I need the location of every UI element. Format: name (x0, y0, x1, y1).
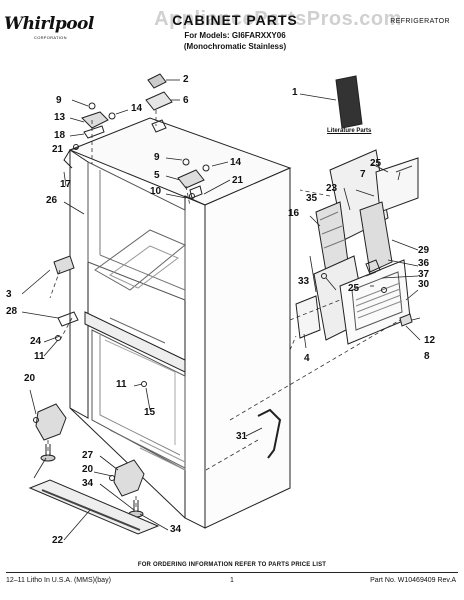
callout-8: 8 (424, 351, 430, 362)
callout-11: 11 (116, 379, 127, 390)
callout-4: 4 (304, 353, 310, 364)
callout-14: 14 (131, 103, 143, 114)
callout-28: 28 (6, 306, 18, 317)
callout-9: 9 (56, 95, 62, 106)
callout-34: 34 (170, 524, 182, 535)
callout-20: 20 (82, 464, 94, 475)
callout-6: 6 (183, 95, 189, 106)
literature-parts-label: Literature Parts (327, 128, 372, 134)
model-variant: (Monochromatic Stainless) (183, 42, 287, 51)
callout-31: 31 (236, 431, 248, 442)
watermark: AppliancePartsPros.com (154, 8, 402, 30)
brand-name: Whirlpool (4, 14, 94, 34)
callout-2: 2 (183, 74, 189, 85)
callout-11: 11 (34, 351, 45, 362)
footer-divider (6, 572, 458, 573)
part-number: Part No. W10469409 Rev.A (370, 577, 456, 584)
callout-5: 5 (154, 170, 160, 181)
callout-9: 9 (154, 152, 160, 163)
callout-27: 27 (82, 450, 94, 461)
callout-21: 21 (232, 175, 244, 186)
callout-7: 7 (360, 169, 366, 180)
callout-23: 23 (326, 183, 338, 194)
callout-21: 21 (52, 144, 64, 155)
whirlpool-logo: Whirlpool CORPORATION (4, 14, 94, 44)
callout-37: 37 (418, 269, 430, 280)
callout-29: 29 (418, 245, 430, 256)
callout-34: 34 (82, 478, 94, 489)
callout-25: 25 (348, 283, 360, 294)
callout-22: 22 (52, 535, 64, 546)
callout-13: 13 (54, 112, 66, 123)
callout-18: 18 (54, 130, 66, 141)
appliance-type: REFRIGERATOR (390, 18, 450, 25)
callout-36: 36 (418, 258, 430, 269)
ordering-note: FOR ORDERING INFORMATION REFER TO PARTS … (137, 562, 327, 568)
callout-26: 26 (46, 195, 58, 206)
litho-info: 12–11 Litho In U.S.A. (MMS)(bay) (6, 577, 111, 584)
cabinet-exploded-diagram (21, 73, 421, 541)
callout-33: 33 (298, 276, 310, 287)
callout-24: 24 (30, 336, 42, 347)
callout-20: 20 (24, 373, 36, 384)
callout-3: 3 (6, 289, 12, 300)
model-line: For Models: GI6FARXXY06 (184, 31, 286, 40)
brand-sub: CORPORATION (34, 35, 67, 40)
callout-10: 10 (150, 186, 162, 197)
callout-1: 1 (292, 87, 298, 98)
callout-35: 35 (306, 193, 318, 204)
page-title: CABINET PARTS (172, 12, 298, 28)
callout-14: 14 (230, 157, 242, 168)
callout-30: 30 (418, 279, 430, 290)
callout-17: 17 (60, 179, 72, 190)
callout-12: 12 (424, 335, 436, 346)
page-number: 1 (230, 577, 234, 584)
callout-25: 25 (370, 158, 382, 169)
callout-15: 15 (144, 407, 156, 418)
model-info: For Models: GI6FARXXY06 (Monochromatic S… (150, 30, 320, 52)
callout-16: 16 (288, 208, 300, 219)
